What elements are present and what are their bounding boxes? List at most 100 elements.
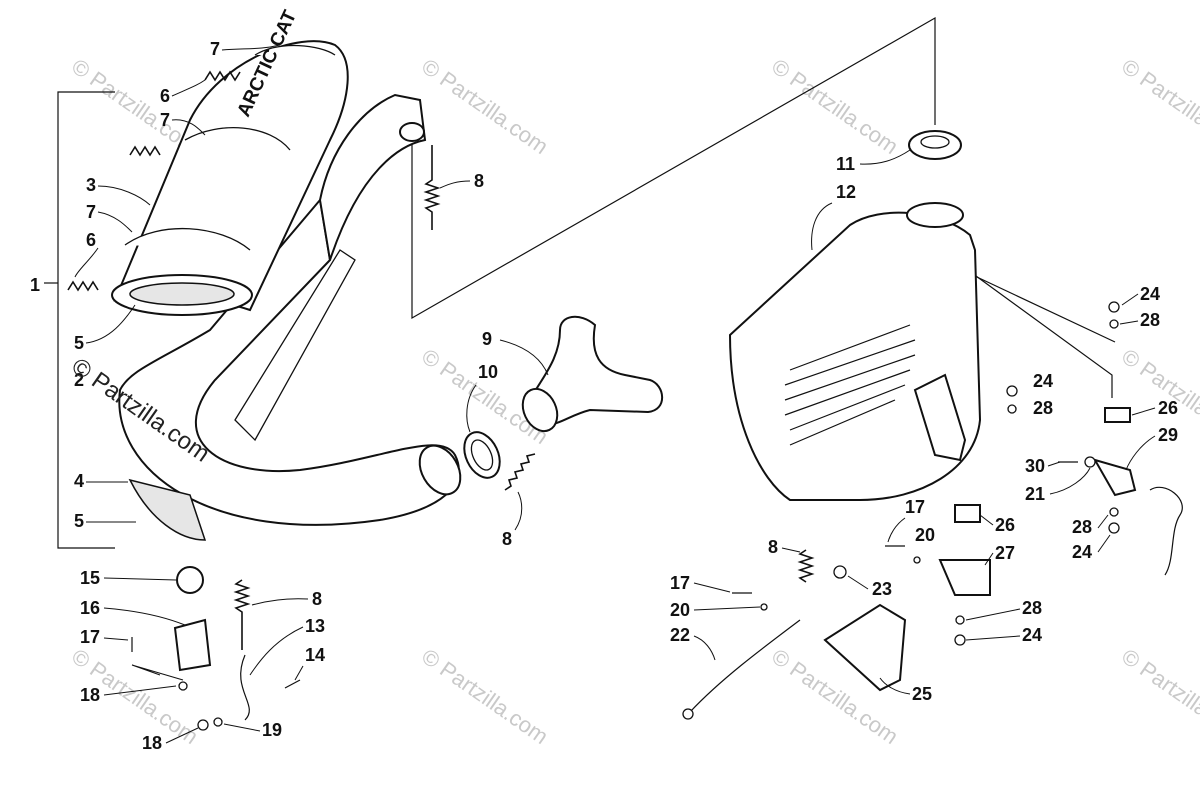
- nut-18-a: [178, 681, 188, 691]
- watermark-text: © Partzilla.com: [417, 644, 553, 750]
- assembly-bracket: [57, 91, 115, 549]
- leader: [103, 685, 177, 696]
- watermark-text: © Partzilla.com: [417, 54, 553, 160]
- callout-11: 11: [836, 154, 855, 174]
- leader: [693, 582, 731, 593]
- silencer-band-top: [254, 44, 336, 56]
- callout-6: 6: [86, 230, 96, 250]
- callout-15: 15: [80, 568, 100, 588]
- leader: [171, 119, 206, 136]
- leader: [103, 607, 186, 626]
- bushing-23: [833, 565, 847, 579]
- callout-23: 23: [872, 579, 892, 599]
- leader: [693, 635, 716, 661]
- leader: [85, 304, 136, 344]
- spring-6-top: [204, 70, 241, 82]
- frame-fragment: [1149, 486, 1183, 576]
- leader: [984, 552, 994, 566]
- callout-6: 6: [160, 86, 170, 106]
- washer-28-d: [955, 615, 965, 625]
- box-inlet: [906, 202, 964, 228]
- leader: [965, 608, 1021, 621]
- callout-20: 20: [915, 525, 935, 545]
- leader: [249, 626, 304, 676]
- box-mount-bracket: [913, 373, 967, 462]
- watermark-text: © Partzilla.com: [767, 54, 903, 160]
- callout-27: 27: [995, 543, 1015, 563]
- callout-26: 26: [1158, 398, 1178, 418]
- bracket-25: [823, 603, 907, 692]
- bump-stop-15: [176, 566, 204, 594]
- leader: [1131, 407, 1156, 416]
- callout-4: 4: [74, 471, 84, 491]
- callout-1: 1: [30, 275, 40, 295]
- callout-layer: 7 6 7 8 3 7 6 1 5 2 4 5 11 12 24 28 9 10…: [30, 39, 1178, 753]
- washer-20-left: [760, 603, 768, 611]
- leader: [965, 635, 1021, 641]
- callout-16: 16: [80, 598, 100, 618]
- chamber-inlet-bend: [318, 93, 427, 261]
- gasket-ring-inner: [470, 439, 494, 471]
- leader: [97, 185, 151, 206]
- callout-20: 20: [670, 600, 690, 620]
- watermark-text: © Partzilla.com: [1117, 54, 1200, 160]
- leader: [879, 677, 911, 695]
- callout-17: 17: [80, 627, 100, 647]
- manifold-body: [528, 315, 664, 427]
- callout-12: 12: [836, 182, 856, 202]
- callout-26: 26: [995, 515, 1015, 535]
- rubber-mount-26-right: [1104, 407, 1131, 423]
- callout-25: 25: [912, 684, 932, 704]
- air-silencer-box: [728, 202, 982, 501]
- chamber-inlet-ring: [399, 122, 425, 142]
- leader: [131, 664, 184, 681]
- callout-8: 8: [502, 529, 512, 549]
- silencer-band-mid: [184, 127, 291, 151]
- callout-18: 18: [142, 733, 162, 753]
- bracket-16: [173, 618, 212, 672]
- callout-28: 28: [1033, 398, 1053, 418]
- callout-7: 7: [210, 39, 220, 59]
- callout-24: 24: [1140, 284, 1160, 304]
- callout-24: 24: [1033, 371, 1053, 391]
- rubber-mount-26-left: [954, 504, 981, 523]
- leader: [223, 723, 261, 732]
- callout-17: 17: [905, 497, 925, 517]
- silencer: ARCTIC CAT: [111, 7, 349, 316]
- nut-18-b: [197, 719, 209, 731]
- callout-8: 8: [768, 537, 778, 557]
- callout-10: 10: [478, 362, 498, 382]
- leader: [859, 149, 911, 165]
- leader: [221, 44, 281, 51]
- ground-wire-22: [689, 619, 801, 713]
- leader: [1125, 435, 1156, 471]
- leader: [1121, 293, 1139, 306]
- manifold-port: [521, 387, 559, 433]
- leader: [171, 79, 206, 97]
- leader: [294, 665, 304, 681]
- leader: [251, 598, 309, 606]
- callout-2: 2: [74, 370, 84, 390]
- callout-7: 7: [160, 110, 170, 130]
- leader: [693, 606, 761, 611]
- leader: [439, 180, 471, 189]
- callout-28: 28: [1140, 310, 1160, 330]
- box-ribs: [784, 324, 916, 446]
- washer-28-a: [1109, 319, 1119, 329]
- leader: [847, 575, 869, 590]
- callout-17: 17: [670, 573, 690, 593]
- leader: [887, 517, 906, 543]
- grommet-hole: [920, 135, 950, 149]
- chamber-heat-shield-strip: [234, 249, 356, 442]
- spring-6-mid: [129, 145, 161, 157]
- leader: [499, 339, 549, 376]
- nut-24-c: [1108, 522, 1120, 534]
- callout-28: 28: [1022, 598, 1042, 618]
- callout-21: 21: [1025, 484, 1045, 504]
- nut-24-d: [954, 634, 966, 646]
- spring-8-diag: [504, 453, 536, 491]
- leader: [1049, 467, 1091, 495]
- leader: [1119, 320, 1139, 325]
